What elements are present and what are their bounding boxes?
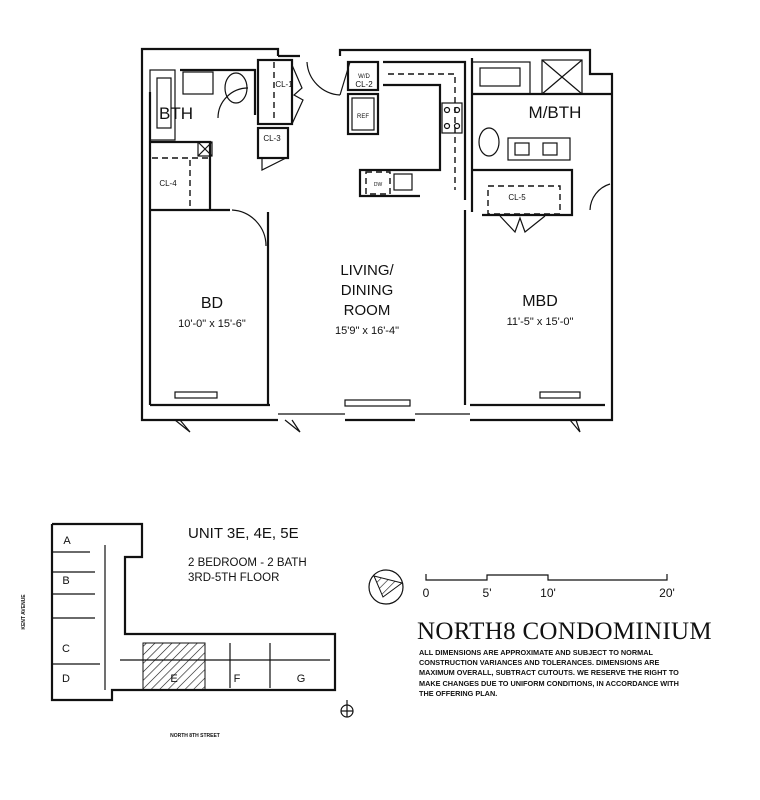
unit-walls [140,47,614,433]
key-unit-d: D [62,673,70,685]
key-unit-b: B [62,575,69,587]
room-label-cl1: CL-1 [275,80,293,89]
room-label-mbth: M/BTH [529,103,582,122]
scale-tick-20: 20' [659,586,675,600]
key-unit-a: A [63,535,71,547]
street-label-north-8th: NORTH 8TH STREET [170,733,220,739]
disclaimer-line: CONSTRUCTION VARIANCES AND TOLERANCES. D… [419,658,660,668]
disclaimer-line: THE OFFERING PLAN. [419,688,498,698]
scale-tick-0: 0 [423,586,430,600]
room-label-living-1: LIVING/ [340,262,394,279]
room-dims-bd: 10'-0" x 15'-6" [178,318,246,330]
scale-tick-5: 5' [483,586,492,600]
north-arrow-icon [368,569,404,605]
room-dims-living: 15'9" x 16'-4" [335,325,399,337]
disclaimer-line: ALL DIMENSIONS ARE APPROXIMATE AND SUBJE… [419,648,653,657]
key-unit-g: G [297,673,306,685]
key-plan: A B C D E F G KENT AVENUE NORTH 8TH STRE… [21,522,354,739]
room-dims-mbd: 11'-5" x 15'-0" [507,316,574,328]
street-label-kent: KENT AVENUE [21,594,27,630]
unit-bedrooms: 2 BEDROOM - 2 BATH [188,557,307,569]
room-label-bth: BTH [159,104,193,123]
room-label-cl4: CL-4 [159,179,177,188]
key-unit-f: F [234,673,241,685]
key-unit-e: E [170,673,177,685]
room-label-bd: BD [201,295,223,312]
room-label-cl2: CL-2 [355,80,373,89]
scale-tick-10: 10' [540,586,556,600]
unit-floors: 3RD-5TH FLOOR [188,572,280,584]
room-label-living-2: DINING [341,282,394,299]
room-label-mbd: MBD [522,293,558,310]
brand-name: NORTH8 CONDOMINIUM [417,618,712,645]
disclaimer-line: MAXIMUM OVERALL, SUBTRACT CUTOUTS. WE RE… [419,668,679,678]
room-label-cl3: CL-3 [263,134,281,143]
unit-title: UNIT 3E, 4E, 5E [188,525,299,542]
room-labels: BTH M/BTH CL-1 W/D CL-2 REF CL-3 CL-4 DW… [159,74,581,337]
room-label-cl5: CL-5 [508,193,526,202]
room-label-ref: REF [357,114,369,120]
compass-icon [340,700,354,718]
room-label-wd: W/D [358,74,370,80]
scale-bar: 0 5' 10' 20' [423,574,675,600]
disclaimer-line: MAKE CHANGES DUE TO UNIFORM CONDITIONS, … [419,678,679,688]
key-unit-c: C [62,643,70,655]
room-label-dw: DW [374,182,383,188]
room-label-living-3: ROOM [344,302,391,319]
disclaimer: ALL DIMENSIONS ARE APPROXIMATE AND SUBJE… [419,648,679,699]
